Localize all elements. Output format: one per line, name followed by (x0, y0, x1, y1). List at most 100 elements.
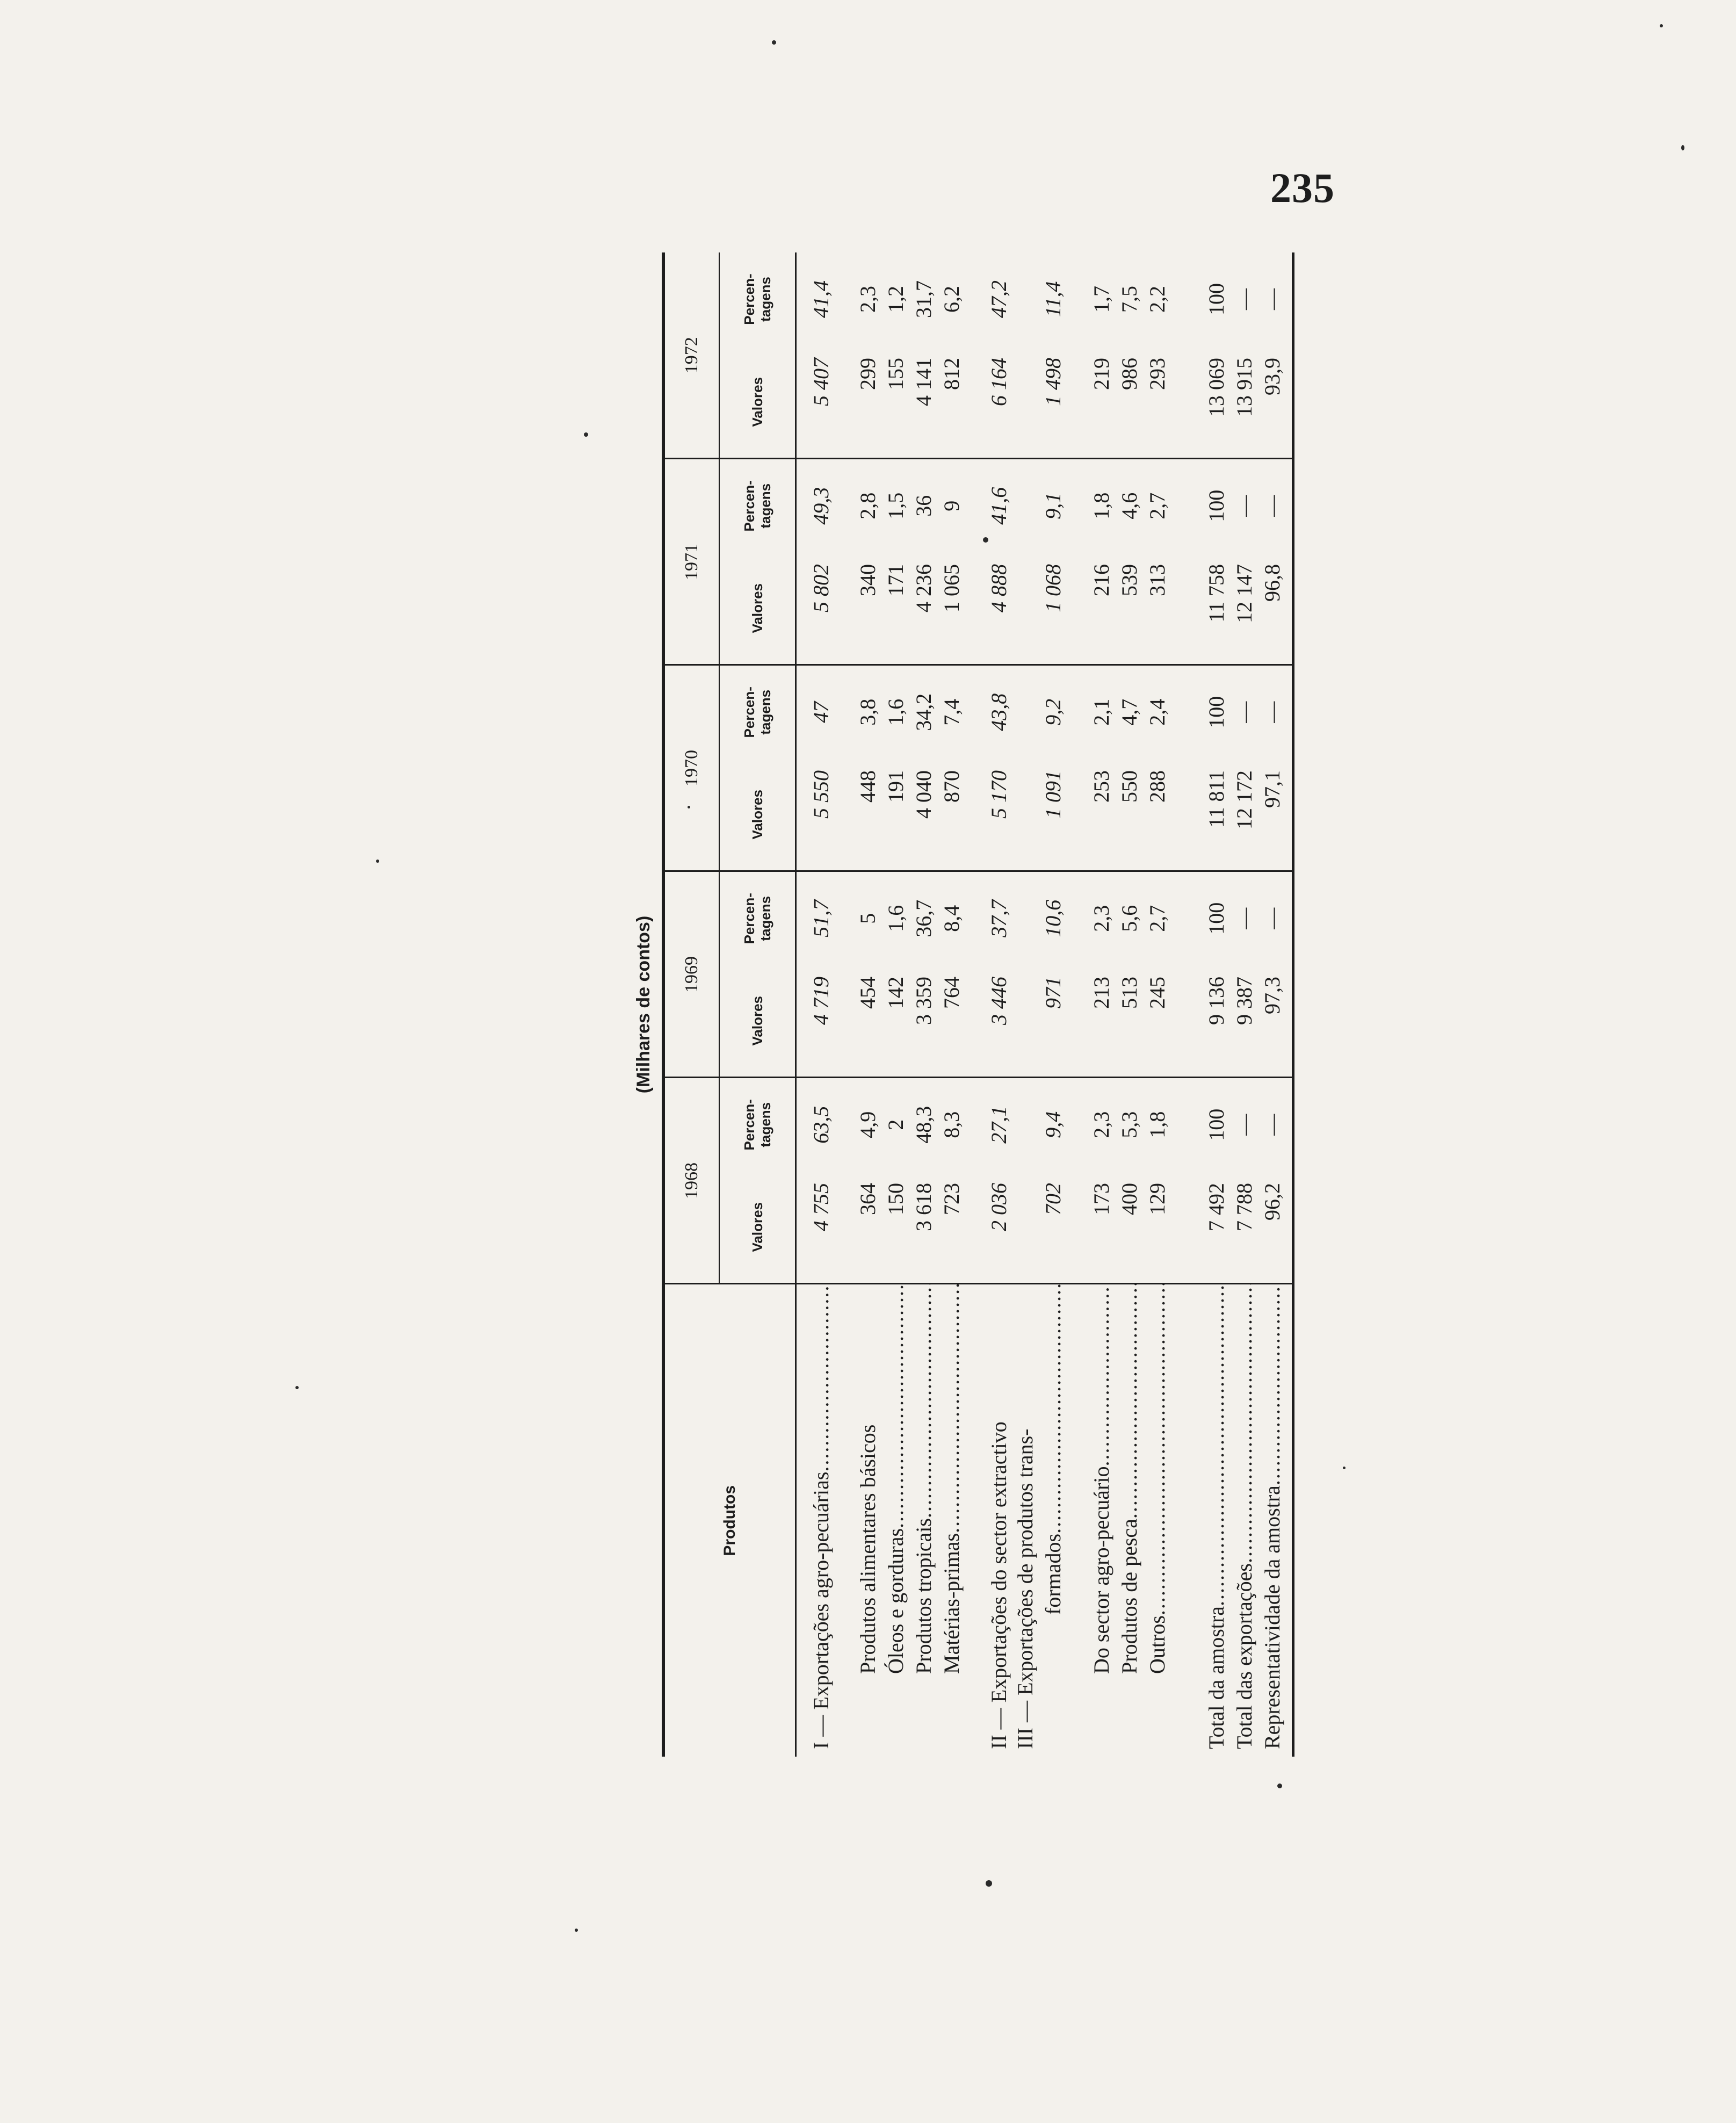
value-cell: 219 (1089, 358, 1113, 390)
value-cell: 5 407 (809, 358, 833, 406)
percent-cell: 1,2 (884, 286, 908, 313)
value-cell: 11 758 (1204, 564, 1228, 623)
percent-cell-group: 1,8 4,6 2,7 (1067, 459, 1171, 552)
value-cell: 13 915 (1232, 358, 1256, 417)
value-cell: 3 359 (912, 977, 936, 1025)
percent-cell: 48,3 (912, 1106, 936, 1144)
percent-cell-group: 9,1 (1011, 459, 1067, 552)
percent-cell: 41,4 (809, 280, 833, 318)
value-cell: 702 (1041, 1183, 1065, 1215)
percent-cell: 1,8 (1145, 1111, 1169, 1138)
value-cell-group: 9 136 9 387 97,3 (1171, 965, 1293, 1078)
percent-cell: 5,3 (1117, 1111, 1141, 1138)
percent-cell: 8,3 (939, 1111, 964, 1138)
value-cell: 4 040 (912, 770, 936, 819)
percent-cell: 100 (1204, 489, 1228, 522)
scan-speck (1660, 24, 1663, 27)
value-cell-group: 216 539 313 (1067, 552, 1171, 665)
row-label-text: III — Exportações de produtos trans- (1013, 1428, 1037, 1749)
value-cell-group: 299 155 4 141 812 (834, 346, 966, 459)
value-cell-group: 1 068 (1011, 552, 1067, 665)
value-cell: 3 618 (912, 1183, 936, 1231)
value-cell: 9 387 (1232, 977, 1256, 1025)
percent-cell: 8,4 (939, 905, 964, 932)
percent-cell: 2,3 (856, 286, 880, 313)
percent-cell: 2,8 (856, 492, 880, 519)
percent-cell-group: 100 — — (1171, 252, 1293, 346)
value-cell: 96,2 (1260, 1183, 1284, 1221)
percent-cell: 2,7 (1145, 492, 1169, 519)
column-header-year: 1970 (663, 665, 719, 871)
value-cell: 155 (884, 358, 908, 390)
value-cell: 171 (884, 564, 908, 596)
page-number: 235 (1270, 164, 1335, 211)
value-cell: 288 (1145, 770, 1169, 803)
value-cell: 971 (1041, 977, 1065, 1009)
percent-cell: — (1232, 907, 1256, 929)
value-cell: 2 036 (987, 1183, 1011, 1231)
row-label-text: I — Exportações agro-pecuárias (809, 1471, 833, 1749)
percent-cell: 3,8 (856, 698, 880, 726)
percent-cell: 9,2 (1041, 698, 1065, 726)
value-cell: 191 (884, 770, 908, 803)
percent-cell: — (1260, 1114, 1284, 1136)
value-cell: 4 236 (912, 564, 936, 612)
value-cell: 216 (1089, 564, 1113, 596)
scan-speck (295, 1386, 299, 1389)
value-cell: 5 550 (809, 770, 833, 819)
column-header-values: Valores (719, 965, 796, 1078)
value-cell: 764 (939, 977, 964, 1009)
value-cell: 97,3 (1260, 977, 1284, 1014)
value-cell: 3 446 (987, 977, 1011, 1025)
percent-cell-group: 100 — — (1171, 871, 1293, 965)
row-label: I — Exportações agro-pecuárias..........… (795, 1284, 834, 1757)
scan-speck (1681, 145, 1684, 150)
percent-cell: 36 (912, 495, 936, 517)
value-cell: 1 498 (1041, 358, 1065, 406)
value-cell: 97,1 (1260, 770, 1284, 808)
percent-cell: 37,7 (966, 871, 1011, 965)
column-header-values: Valores (719, 1171, 796, 1284)
value-cell-group: 11 811 12 172 97,1 (1171, 759, 1293, 871)
value-cell-group: 253 550 288 (1067, 759, 1171, 871)
value-cell: 245 (1145, 977, 1169, 1009)
percent-cell: 4,9 (856, 1111, 880, 1138)
percent-cell-group: 3,8 1,6 34,2 7,4 (834, 665, 966, 759)
value-cell: 454 (856, 977, 880, 1009)
table-caption: (Milhares de contos) (633, 915, 654, 1094)
row-label-text: Produtos tropicais (912, 1518, 936, 1674)
column-header-percent: Percen- tagens (719, 1078, 796, 1171)
percent-cell: — (1260, 288, 1284, 310)
percent-cell: 9,4 (1041, 1111, 1065, 1138)
value-cell: 4 141 (912, 358, 936, 406)
percent-cell: 6,2 (939, 286, 964, 313)
percent-cell: 41,6 (966, 459, 1011, 552)
percent-cell: — (1260, 495, 1284, 517)
value-cell: 448 (856, 770, 880, 803)
percent-cell: 1,8 (1089, 492, 1113, 519)
value-cell: 7 788 (1232, 1183, 1256, 1231)
percent-cell: 9,1 (1041, 492, 1065, 519)
row-label-text-continued: formados (1041, 1533, 1065, 1615)
value-cell: 723 (939, 1183, 964, 1215)
value-cell: 812 (939, 358, 964, 390)
scan-speck (584, 432, 588, 437)
percent-cell: 5,6 (1117, 905, 1141, 932)
percent-cell: 47,2 (987, 280, 1011, 318)
value-cell: 4 755 (809, 1183, 833, 1231)
row-label-text: Produtos de pesca (1117, 1519, 1141, 1674)
value-cell: 213 (1089, 977, 1113, 1009)
value-cell: 539 (1117, 564, 1141, 596)
value-cell-group: 971 (1011, 965, 1067, 1078)
percent-cell: 4,7 (1117, 698, 1141, 726)
percent-cell: — (1260, 907, 1284, 929)
percent-cell: 7,5 (1117, 286, 1141, 313)
value-cell-group: 11 758 12 147 96,8 (1171, 552, 1293, 665)
percent-cell: — (1232, 495, 1256, 517)
table-row-totals: Total da amostra........................… (1171, 252, 1293, 1757)
value-cell: 1 065 (939, 564, 964, 612)
value-cell-group: 454 142 3 359 764 (834, 965, 966, 1078)
row-label-text: Produtos alimentares básicos (856, 1424, 880, 1674)
value-cell: 364 (856, 1183, 880, 1215)
column-header-year: 1969 (663, 871, 719, 1078)
